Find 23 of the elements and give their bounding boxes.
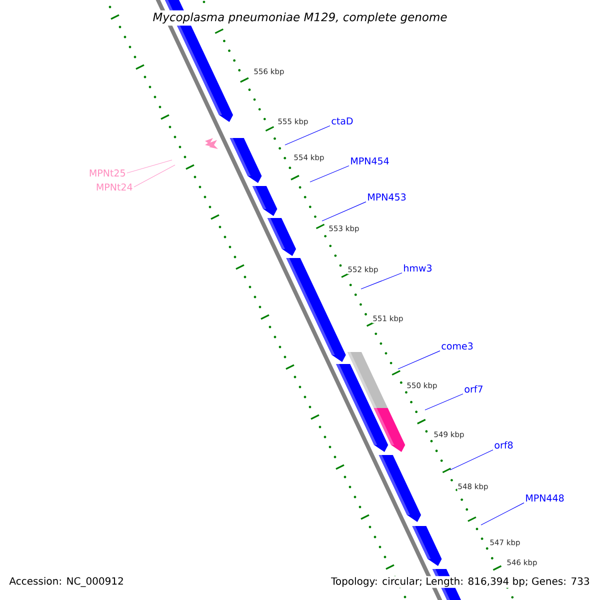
leader-line <box>322 202 366 222</box>
leader-line <box>284 125 330 146</box>
gene-label: orf8 <box>494 441 513 449</box>
gene-label: MPN453 <box>368 193 406 201</box>
gene-label: MPN454 <box>351 157 389 165</box>
leader-line <box>398 350 440 370</box>
title: Mycoplasma pneumoniae M129, complete genome <box>150 10 450 26</box>
leader-line <box>134 164 176 188</box>
gene-label: orf7 <box>464 385 482 393</box>
accession-text: Accession: NC_000912 <box>8 576 125 588</box>
leader-line <box>424 394 464 410</box>
leader-line <box>310 165 350 182</box>
topology-text: Topology: circular; Length: 816,394 bp; Genes: 733 <box>330 576 591 588</box>
leader-line <box>360 272 402 290</box>
gene-label: MPNt24 <box>96 183 132 191</box>
gene-label: hmw3 <box>404 264 432 272</box>
gene-label: come3 <box>442 342 473 350</box>
leader-line <box>450 450 494 470</box>
gene-label: MPN448 <box>526 494 564 502</box>
leader-line <box>480 502 524 526</box>
leader-line <box>126 160 172 174</box>
gene-label: ctaD <box>332 117 353 125</box>
gene-label: MPNt25 <box>90 169 125 177</box>
